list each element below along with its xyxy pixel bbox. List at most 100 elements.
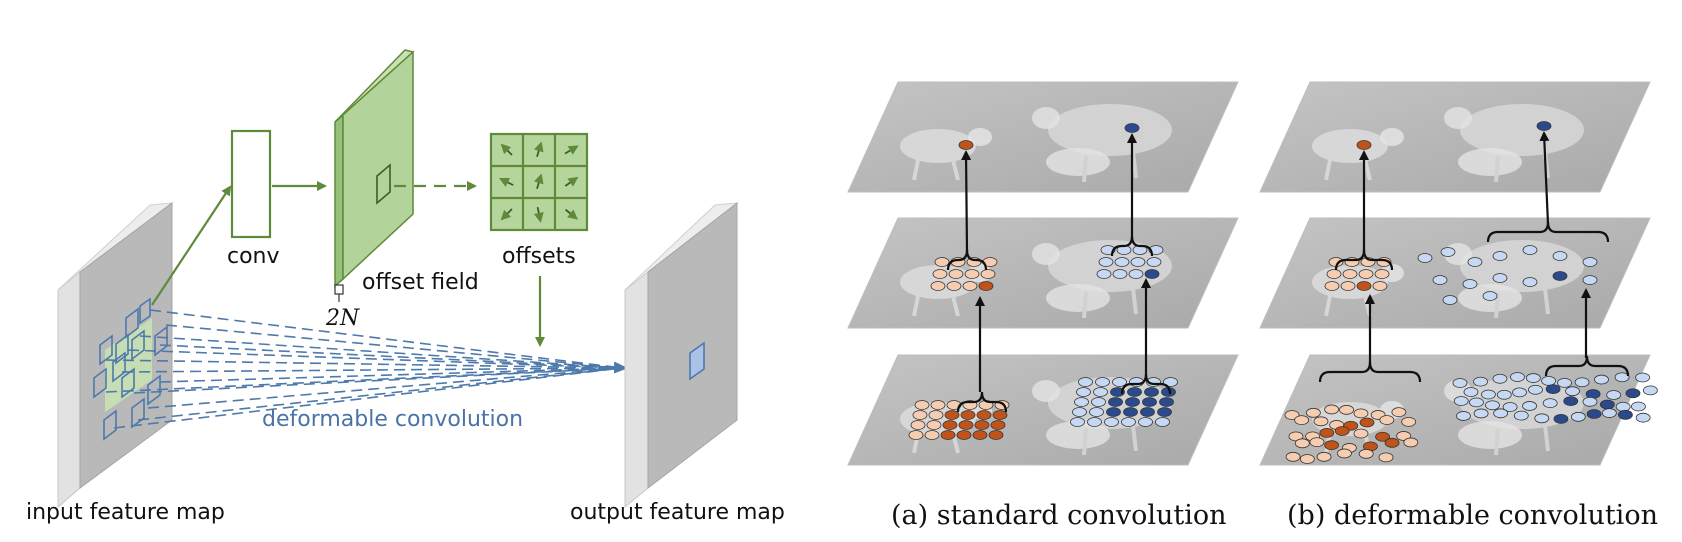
sampling-point — [1078, 377, 1093, 387]
sampling-point — [1469, 397, 1484, 408]
sampling-point — [944, 410, 960, 420]
sampling-point — [1635, 372, 1651, 383]
offsets-label: offsets — [502, 244, 576, 269]
sampling-point — [1440, 247, 1456, 257]
sampling-point — [1324, 281, 1340, 291]
sampling-point — [1070, 417, 1085, 427]
sampling-point — [1121, 417, 1136, 427]
sampling-point — [958, 140, 974, 150]
sampling-point — [1557, 377, 1572, 388]
sampling-point — [1108, 397, 1123, 407]
sampling-point — [1542, 398, 1558, 409]
sampling-point — [1482, 291, 1498, 301]
sampling-point — [1093, 387, 1108, 397]
sampling-point — [1114, 257, 1130, 267]
conv-box — [230, 129, 272, 239]
offset-arrow — [500, 143, 513, 156]
sampling-point — [932, 269, 948, 279]
sampling-point — [1513, 410, 1529, 421]
sampling-point — [1462, 279, 1478, 289]
offset-arrow — [500, 208, 513, 221]
sampling-point — [1599, 399, 1615, 410]
sampling-point — [1144, 269, 1160, 279]
sampling-point — [1340, 281, 1356, 291]
offset-field — [334, 49, 415, 302]
offset-arrow — [533, 206, 544, 223]
sampling-point — [974, 420, 990, 430]
sampling-point — [1552, 251, 1568, 261]
deformable-conv-lines — [105, 309, 623, 429]
panel-deformable-convolution — [1259, 81, 1658, 466]
sampling-point — [1096, 269, 1112, 279]
sampling-point — [1375, 431, 1390, 442]
sampling-point — [1601, 408, 1617, 418]
sampling-point — [946, 281, 962, 291]
output-feature-map-label: output feature map — [570, 500, 785, 525]
sampling-point — [1344, 257, 1360, 267]
sampling-point — [1582, 275, 1598, 285]
sampling-point — [1502, 402, 1518, 412]
input-feature-map-label: input feature map — [26, 500, 225, 525]
receptive-brace — [956, 391, 1008, 413]
sampling-point — [908, 430, 924, 440]
sampling-point — [1157, 407, 1172, 417]
offset-arrow — [564, 145, 579, 155]
sampling-point — [962, 281, 978, 291]
sampling-point — [1456, 411, 1471, 421]
arrow-input-to-conv — [151, 185, 232, 306]
sampling-point — [1098, 257, 1114, 267]
sampling-point — [948, 269, 964, 279]
sampling-point — [1123, 407, 1138, 417]
sampling-point — [1452, 378, 1468, 388]
sampling-point — [1485, 400, 1500, 411]
sampling-point — [1617, 409, 1633, 420]
sampling-point — [1582, 257, 1598, 267]
sampling-point — [1563, 396, 1579, 407]
sampling-point — [1522, 245, 1538, 255]
sampling-point — [1359, 417, 1375, 428]
sampling-point — [1125, 397, 1140, 407]
offset-field-cell — [376, 163, 391, 205]
sampling-point — [1582, 396, 1598, 407]
deformable-caption: (b) deformable convolution — [1287, 500, 1658, 531]
sampling-point — [1481, 389, 1496, 400]
sampling-point — [1072, 407, 1087, 417]
sampling-point — [1528, 384, 1543, 395]
sampling-point — [1594, 374, 1609, 385]
sampling-point — [1492, 373, 1508, 384]
deformable-conv-label: deformable convolution — [262, 407, 523, 432]
offset-arrow — [564, 208, 579, 220]
sampling-point — [1541, 375, 1556, 386]
sampling-point — [1467, 257, 1483, 267]
sampling-point — [1076, 387, 1091, 397]
sampling-point — [988, 430, 1004, 440]
sampling-point — [1565, 386, 1580, 397]
propagation-arrow — [961, 150, 972, 253]
sampling-point — [1492, 273, 1508, 283]
sampling-point — [1112, 269, 1128, 279]
sampling-point — [1442, 295, 1458, 305]
sampling-point — [1574, 377, 1590, 388]
sampling-point — [1432, 275, 1448, 285]
sampling-point — [1553, 413, 1569, 424]
sampling-point — [1336, 448, 1352, 459]
sampling-point — [1309, 437, 1325, 448]
panel-standard-convolution — [847, 81, 1239, 466]
sampling-point — [942, 420, 958, 430]
offset-arrow — [533, 173, 544, 189]
propagation-arrow — [1539, 131, 1550, 225]
sampling-point — [1642, 385, 1658, 396]
sampling-point — [912, 410, 928, 420]
sampling-point — [1453, 396, 1469, 406]
sampling-point — [1112, 377, 1127, 387]
standard-caption: (a) standard convolution — [891, 500, 1227, 531]
sampling-point — [1110, 387, 1125, 397]
sampling-point — [1356, 140, 1372, 150]
sampling-point — [1525, 373, 1541, 383]
deformable-arrow-head — [599, 361, 628, 374]
sampling-point — [1334, 426, 1350, 436]
sampling-point — [956, 430, 972, 440]
sampling-point — [1313, 416, 1329, 427]
sampling-point — [1074, 397, 1089, 407]
sampling-point — [940, 430, 956, 440]
